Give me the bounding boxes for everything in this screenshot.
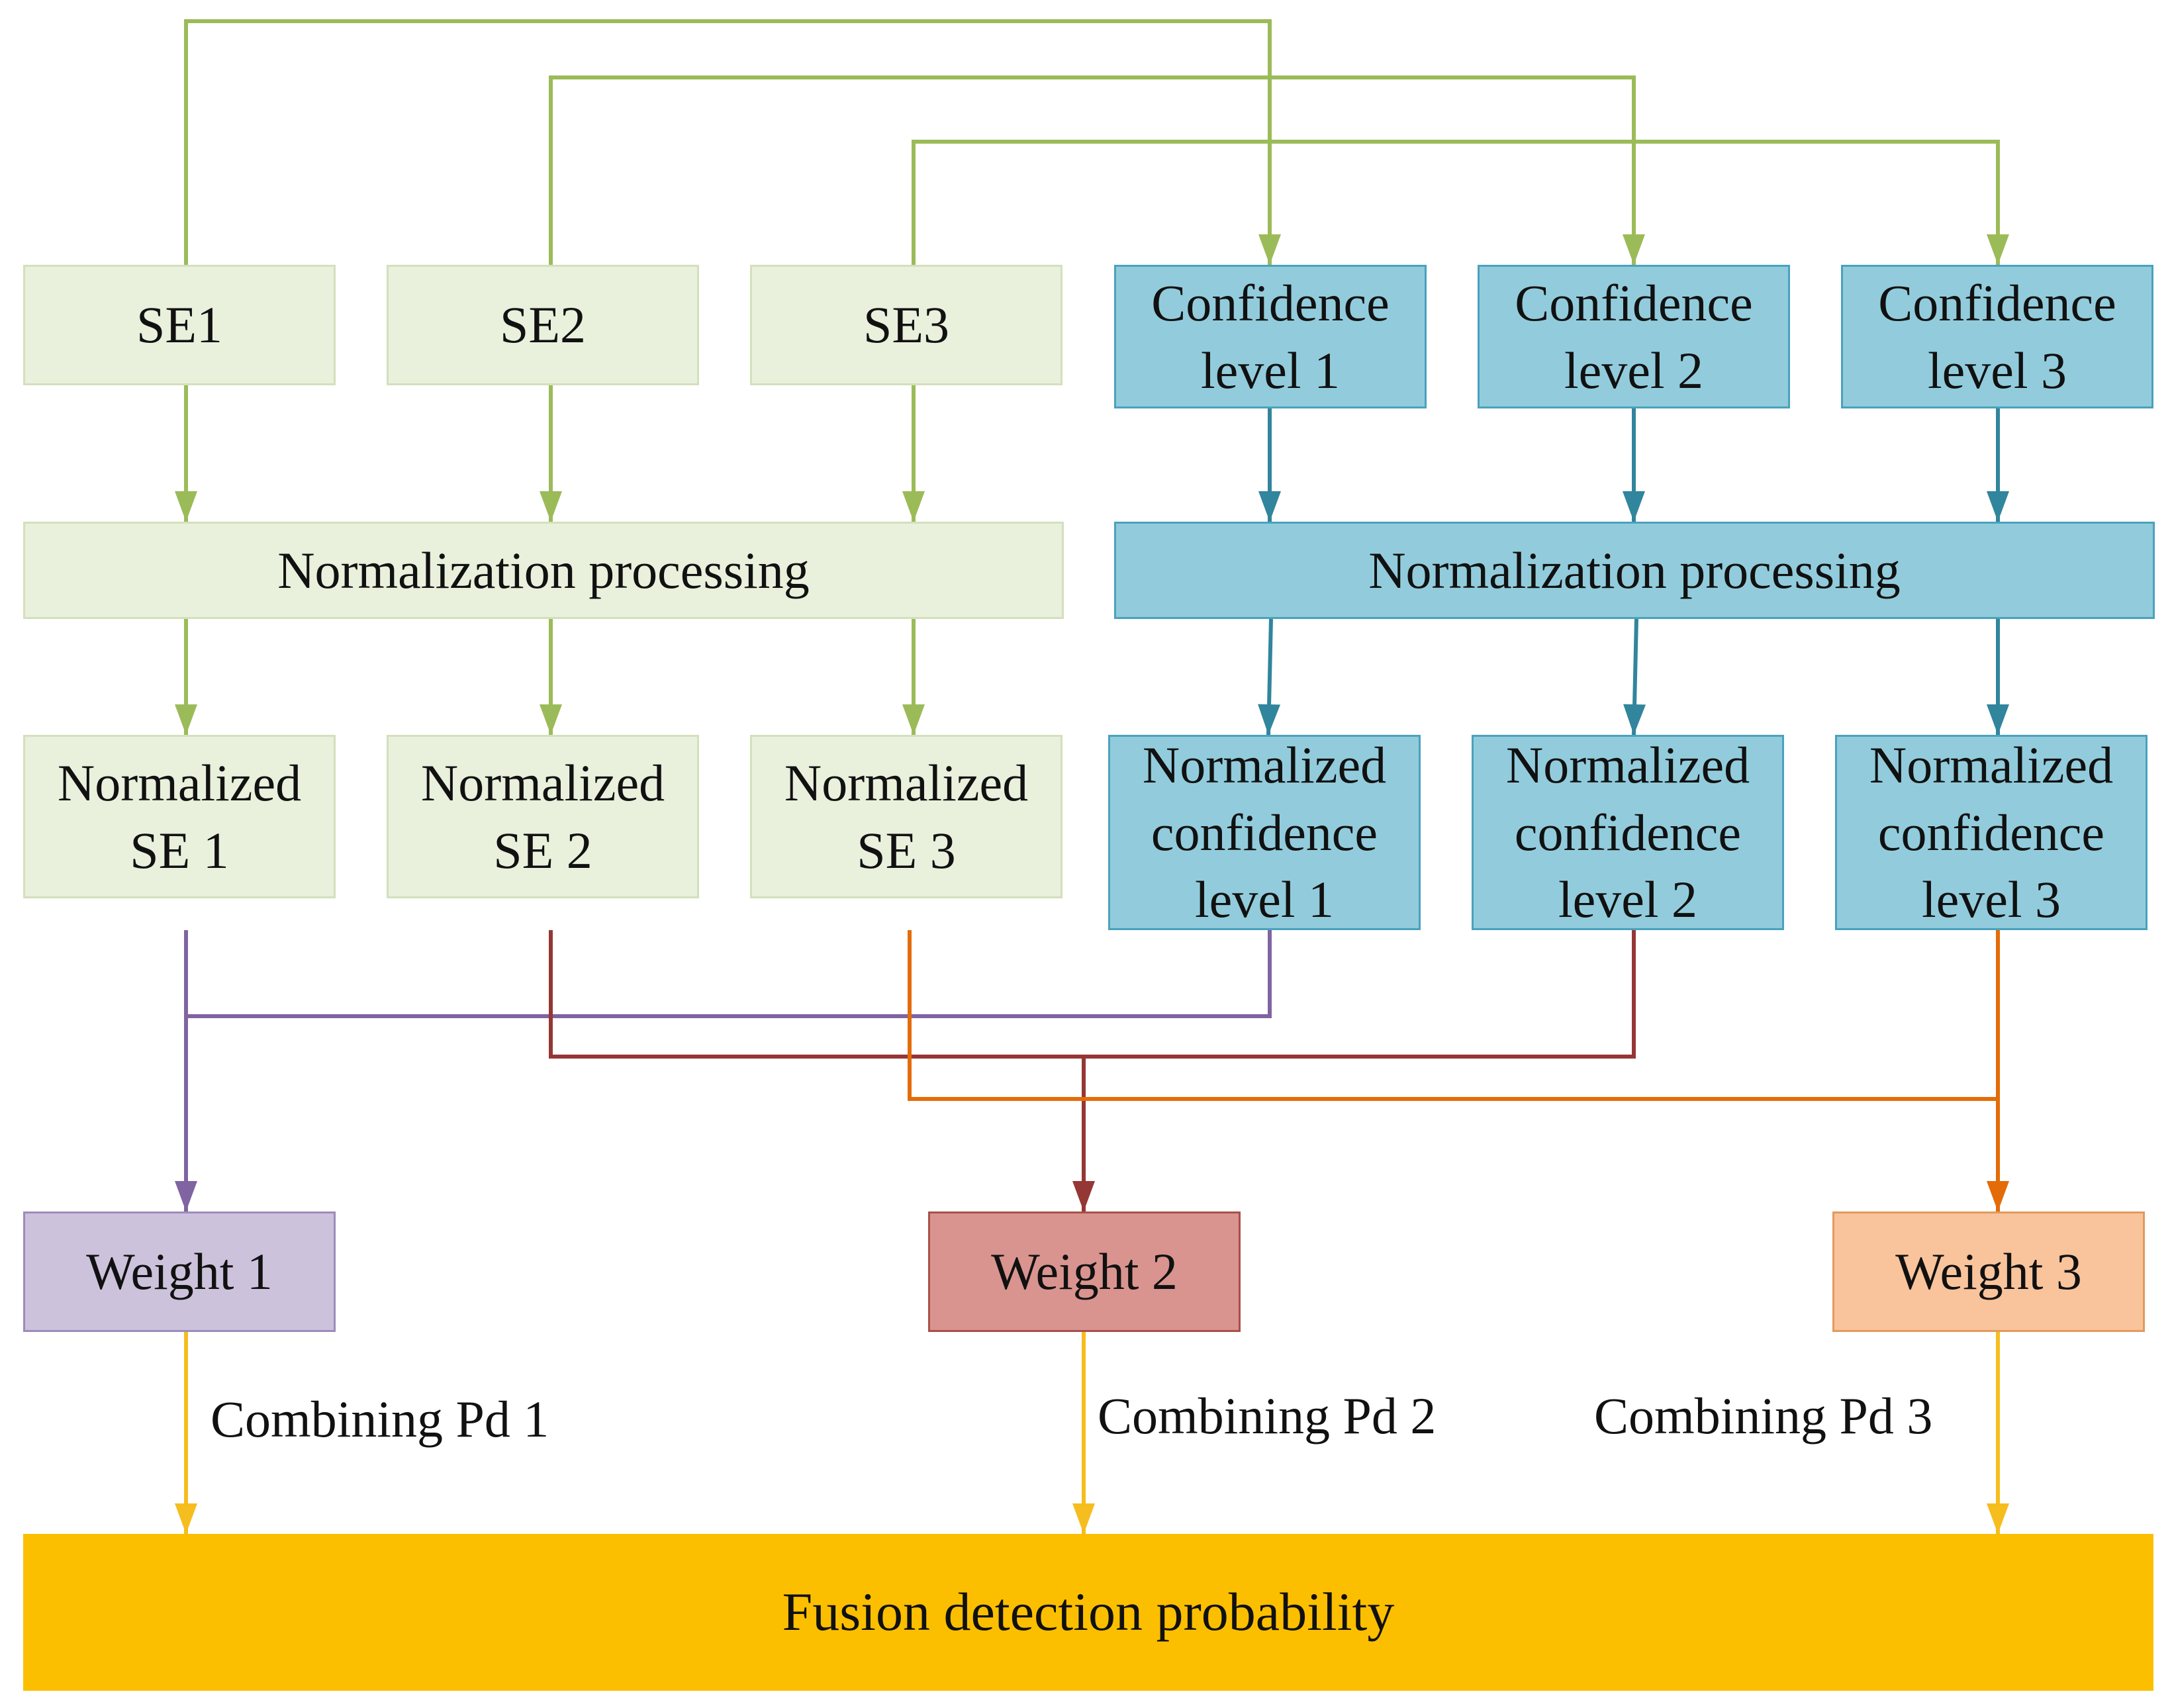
confidence2-to-normalization-arrow-arrowhead <box>1623 491 1645 522</box>
se2-to-confidence-2-line <box>549 75 1636 265</box>
normalization-to-normalized-confidence2-arrow-arrowhead <box>1623 704 1646 735</box>
se1-to-normalization-arrow-arrowhead <box>175 491 197 522</box>
se1-to-confidence-1-line-arrowhead <box>1258 234 1281 265</box>
fusion-detection-probability-box: Fusion detection probability <box>23 1534 2153 1691</box>
se1-box: SE1 <box>23 265 336 385</box>
weight3-to-fusion-arrow-arrowhead <box>1987 1503 2009 1534</box>
weight-2-box: Weight 2 <box>928 1211 1241 1332</box>
normalized-se3-box: Normalized SE 3 <box>750 735 1062 898</box>
orange-to-weight3-arrow-arrowhead <box>1987 1181 2009 1211</box>
normalized-confidence-3-box: Normalized confidence level 3 <box>1835 735 2148 930</box>
normalization-to-normalized-se1-arrow-arrowhead <box>175 704 197 735</box>
normalization-processing-se: Normalization processing <box>23 522 1064 619</box>
weight-1-box: Weight 1 <box>23 1211 336 1332</box>
confidence1-to-normalization-arrow-arrowhead <box>1258 491 1281 522</box>
se2-box: SE2 <box>387 265 699 385</box>
se2-to-confidence-2-line-arrowhead <box>1623 234 1645 265</box>
normalization-to-normalized-confidence1-arrow-arrowhead <box>1258 704 1281 735</box>
purple-confidence1-merge-line <box>186 930 1272 1018</box>
red-to-weight2-arrow-arrowhead <box>1072 1181 1095 1211</box>
purple-to-weight1-arrow-arrowhead <box>175 1181 197 1211</box>
orange-merge-line <box>908 930 1998 1101</box>
normalized-se2-box: Normalized SE 2 <box>387 735 699 898</box>
se3-to-confidence-3-line <box>912 140 2000 265</box>
combining-pd-1-label: Combining Pd 1 <box>211 1390 549 1448</box>
normalization-to-normalized-se2-arrow-arrowhead <box>540 704 562 735</box>
normalized-confidence-1-box: Normalized confidence level 1 <box>1108 735 1421 930</box>
normalized-se1-box: Normalized SE 1 <box>23 735 336 898</box>
combining-pd-3-label: Combining Pd 3 <box>1594 1387 1933 1445</box>
se3-box: SE3 <box>750 265 1062 385</box>
confidence-level-1-box: Confidence level 1 <box>1114 265 1427 408</box>
normalized-confidence-2-box: Normalized confidence level 2 <box>1472 735 1784 930</box>
confidence-level-2-box: Confidence level 2 <box>1478 265 1790 408</box>
weight2-to-fusion-arrow-arrowhead <box>1072 1503 1095 1534</box>
normalization-to-normalized-confidence3-arrow-arrowhead <box>1987 704 2009 735</box>
combining-pd-2-label: Combining Pd 2 <box>1098 1387 1437 1445</box>
weight-3-box: Weight 3 <box>1832 1211 2145 1332</box>
normalization-processing-confidence: Normalization processing <box>1114 522 2155 619</box>
se3-to-normalization-arrow-arrowhead <box>902 491 925 522</box>
se3-to-confidence-3-line-arrowhead <box>1987 234 2009 265</box>
normalization-to-normalized-se3-arrow-arrowhead <box>902 704 925 735</box>
weight1-to-fusion-arrow-arrowhead <box>175 1503 197 1534</box>
se2-to-normalization-arrow-arrowhead <box>540 491 562 522</box>
red-merge-line <box>549 930 1636 1059</box>
confidence3-to-normalization-arrow-arrowhead <box>1987 491 2009 522</box>
confidence-level-3-box: Confidence level 3 <box>1841 265 2153 408</box>
